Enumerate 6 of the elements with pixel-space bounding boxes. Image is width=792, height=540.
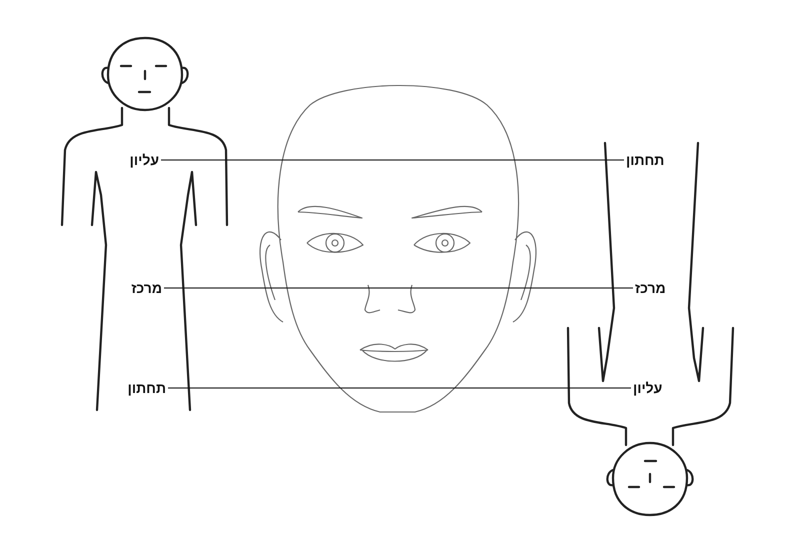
text-label: עליון <box>631 380 664 396</box>
text-label: תחתון <box>624 152 666 168</box>
text-label: מרכז <box>633 280 668 296</box>
text-label: עליון <box>128 152 161 168</box>
text-label: מרכז <box>129 280 164 296</box>
text-label: תחתון <box>126 380 168 396</box>
